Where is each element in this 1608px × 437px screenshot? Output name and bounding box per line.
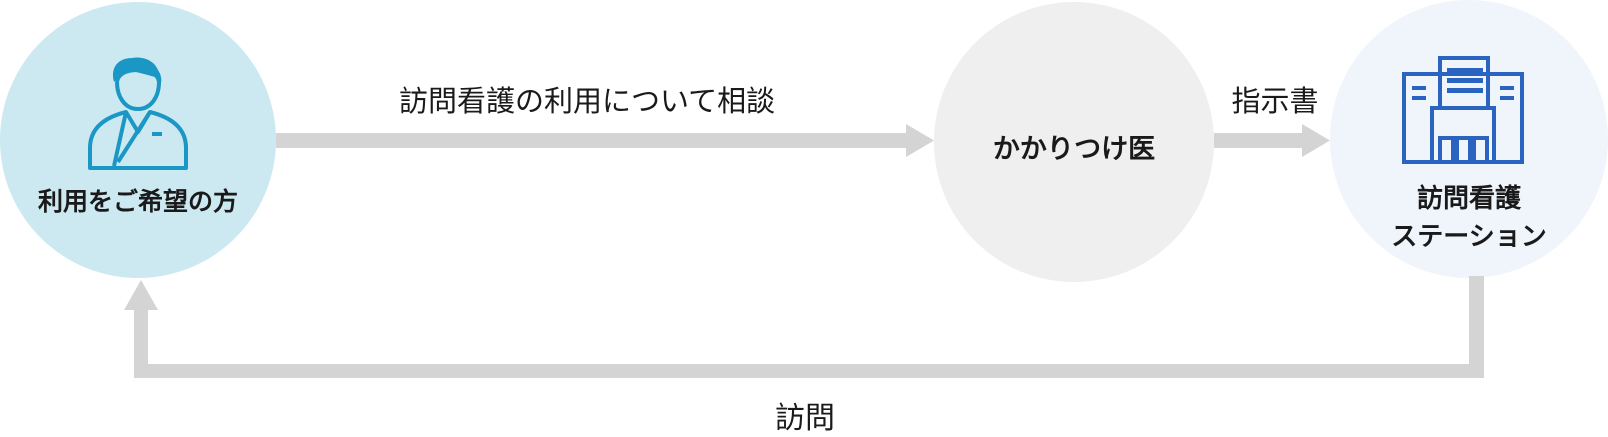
arrow-instruction (1214, 124, 1330, 157)
consult-edge-label: 訪問看護の利用について相談 (399, 84, 776, 118)
person-icon (88, 57, 188, 170)
station-label-line1: 訪問看護 (1416, 184, 1521, 214)
visit-edge-label: 訪問 (775, 401, 835, 436)
doctor-node-label: かかりつけ医 (992, 134, 1156, 165)
instruction-edge-label: 指示書 (1231, 84, 1319, 118)
building-icon (1402, 56, 1524, 164)
user-node-circle (0, 2, 276, 278)
station-label-line2: ステーション (1391, 222, 1547, 252)
user-node-label: 利用をご希望の方 (37, 187, 238, 216)
station-node-label: 訪問看護 ステーション (1330, 180, 1608, 256)
doctor-node-circle (934, 2, 1214, 282)
arrow-visit (124, 276, 1484, 378)
arrow-consult (276, 124, 934, 157)
